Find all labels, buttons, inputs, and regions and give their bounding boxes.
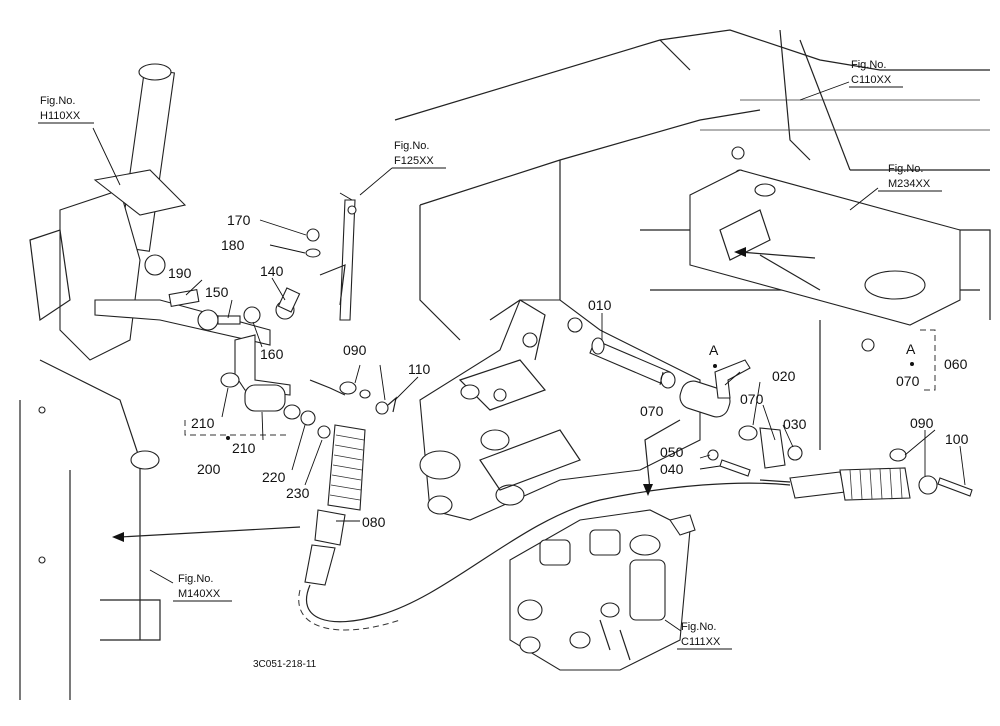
- control-cable-080: [298, 381, 791, 631]
- fig-ref-c111-number[interactable]: C111XX: [681, 636, 721, 648]
- part-label-070-detail[interactable]: 070: [896, 373, 920, 389]
- fig-ref-m140-number[interactable]: M140XX: [178, 588, 221, 600]
- part-label-180[interactable]: 180: [221, 237, 245, 253]
- fig-ref-m140-label: Fig.No.: [178, 573, 213, 585]
- detail-marker-a-main[interactable]: A: [709, 342, 719, 358]
- ball-joint-150: [197, 309, 219, 331]
- fig-ref-m234-label: Fig.No.: [888, 163, 923, 175]
- group-bracket-060: [920, 329, 936, 391]
- fig-ref-h110-label: Fig.No.: [40, 95, 75, 107]
- detail-marker-a-ref[interactable]: A: [906, 341, 916, 357]
- part-label-110[interactable]: 110: [408, 361, 431, 377]
- washer-030: [787, 445, 803, 461]
- cable-end-right: [759, 448, 973, 501]
- fig-ref-f125-label: Fig.No.: [394, 140, 429, 152]
- part-label-050[interactable]: 050: [660, 444, 684, 460]
- collar-210b: [244, 384, 286, 412]
- steering-column: [19, 63, 187, 700]
- fig-ref-m234[interactable]: Fig.No. M234XX: [878, 163, 942, 192]
- part-label-070-shaft[interactable]: 070: [640, 403, 664, 419]
- pointer-arrows: [112, 247, 816, 542]
- collar-070b: [738, 425, 758, 441]
- fig-ref-c111-label: Fig.No.: [681, 621, 716, 633]
- washer-220: [300, 410, 316, 426]
- pin-100: [937, 477, 973, 497]
- part-label-170[interactable]: 170: [227, 212, 251, 228]
- bolt-190: [168, 289, 200, 307]
- collar-070a: [660, 371, 676, 389]
- nut-160: [243, 306, 261, 324]
- nut-170: [306, 228, 320, 242]
- bracket-020: [759, 427, 786, 469]
- part-label-020[interactable]: 020: [772, 368, 796, 384]
- shift-shaft-010: [589, 337, 803, 477]
- fig-ref-c110[interactable]: Fig.No. C110XX: [849, 59, 903, 88]
- nut-230: [317, 425, 331, 439]
- part-label-090-right[interactable]: 090: [910, 415, 934, 431]
- fig-ref-c110-label: Fig.No.: [851, 59, 886, 71]
- part-label-190[interactable]: 190: [168, 265, 192, 281]
- part-label-090-left[interactable]: 090: [343, 342, 367, 358]
- part-label-070-arm[interactable]: 070: [740, 391, 764, 407]
- leader-lines: [92, 81, 966, 632]
- control-valve: [509, 509, 696, 671]
- linkage-parts-left: [94, 228, 346, 439]
- part-label-220[interactable]: 220: [262, 469, 286, 485]
- fig-ref-c111[interactable]: Fig.No. C111XX: [677, 621, 732, 650]
- part-label-160[interactable]: 160: [260, 346, 284, 362]
- control-rod: [319, 199, 357, 321]
- fig-ref-f125[interactable]: Fig.No. F125XX: [359, 140, 446, 196]
- collar-210a: [220, 372, 240, 388]
- part-label-200[interactable]: 200: [197, 461, 221, 477]
- mounting-bracket: [689, 169, 961, 326]
- part-label-210-upper[interactable]: 210: [191, 415, 215, 431]
- fig-ref-h110[interactable]: Fig.No. H110XX: [38, 95, 94, 124]
- bolt-040: [719, 459, 751, 477]
- fig-ref-h110-number[interactable]: H110XX: [40, 110, 81, 122]
- part-label-100[interactable]: 100: [945, 431, 969, 447]
- part-label-010[interactable]: 010: [588, 297, 612, 313]
- drawing-code: 3C051-218-11: [253, 659, 317, 670]
- part-label-230[interactable]: 230: [286, 485, 310, 501]
- washer-050: [707, 449, 719, 461]
- fig-ref-m234-number[interactable]: M234XX: [888, 178, 931, 190]
- part-label-140[interactable]: 140: [260, 263, 284, 279]
- washer-090b: [889, 448, 907, 462]
- part-label-030[interactable]: 030: [783, 416, 807, 432]
- part-label-150[interactable]: 150: [205, 284, 229, 300]
- part-label-040[interactable]: 040: [660, 461, 684, 477]
- group-bracket-200: [184, 420, 290, 436]
- detail-markers: A A: [226, 341, 916, 440]
- fig-ref-f125-number[interactable]: F125XX: [394, 155, 434, 167]
- part-numbers: 010 020 030 040 050 060 070 070 070 080 …: [168, 212, 969, 530]
- fig-ref-m140[interactable]: Fig.No. M140XX: [173, 573, 232, 602]
- washer-180: [305, 248, 321, 258]
- part-label-080[interactable]: 080: [362, 514, 386, 530]
- part-label-210-lower[interactable]: 210: [232, 440, 256, 456]
- part-label-060[interactable]: 060: [944, 356, 968, 372]
- fig-ref-c110-number[interactable]: C110XX: [851, 74, 892, 86]
